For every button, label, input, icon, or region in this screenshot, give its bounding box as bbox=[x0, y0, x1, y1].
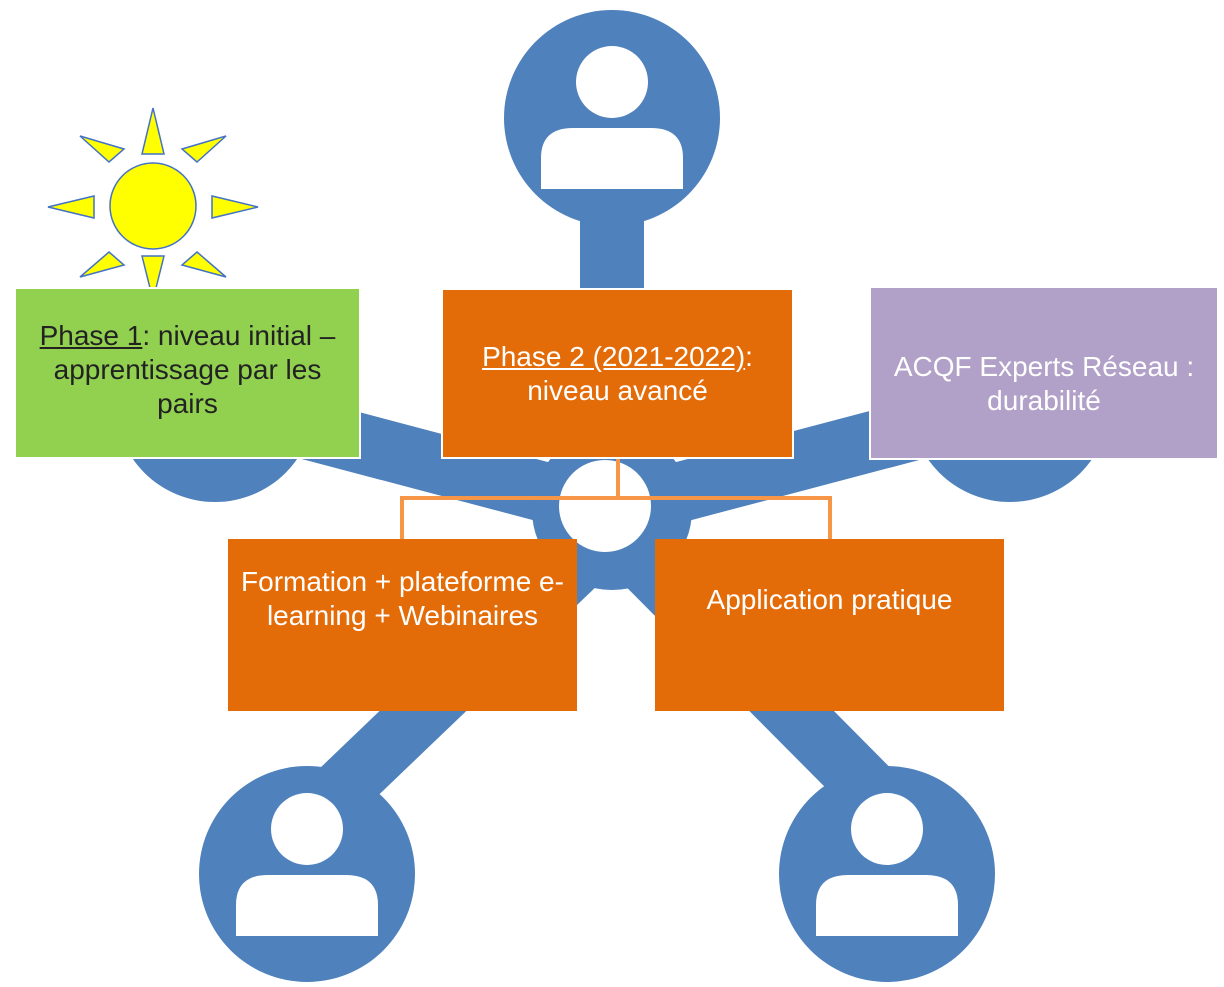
application-label: Application pratique bbox=[706, 584, 953, 615]
phase2-label: : niveau avancé bbox=[527, 341, 753, 407]
application-box: Application pratique bbox=[655, 539, 1004, 711]
phase1-box: Phase 1: niveau initial – apprentissage … bbox=[14, 287, 361, 459]
acqf-box: ACQF Experts Réseau : durabilité bbox=[869, 286, 1219, 460]
formation-box: Formation + plateforme e-learning + Webi… bbox=[228, 539, 577, 711]
person-icon bbox=[236, 793, 378, 936]
person-icon bbox=[541, 46, 683, 189]
phase2-box: Phase 2 (2021-2022): niveau avancé bbox=[441, 288, 794, 459]
hub-circle bbox=[559, 460, 651, 552]
sun-icon bbox=[47, 107, 259, 301]
phase2-link[interactable]: Phase 2 (2021-2022) bbox=[482, 341, 746, 372]
org-connector bbox=[400, 459, 832, 539]
formation-label: Formation + plateforme e-learning + Webi… bbox=[241, 566, 564, 632]
phase1-label: : niveau initial – apprentissage par les… bbox=[53, 320, 336, 420]
phase1-link[interactable]: Phase 1 bbox=[39, 320, 143, 351]
person-icon bbox=[816, 793, 958, 936]
acqf-label: ACQF Experts Réseau : durabilité bbox=[893, 351, 1195, 417]
